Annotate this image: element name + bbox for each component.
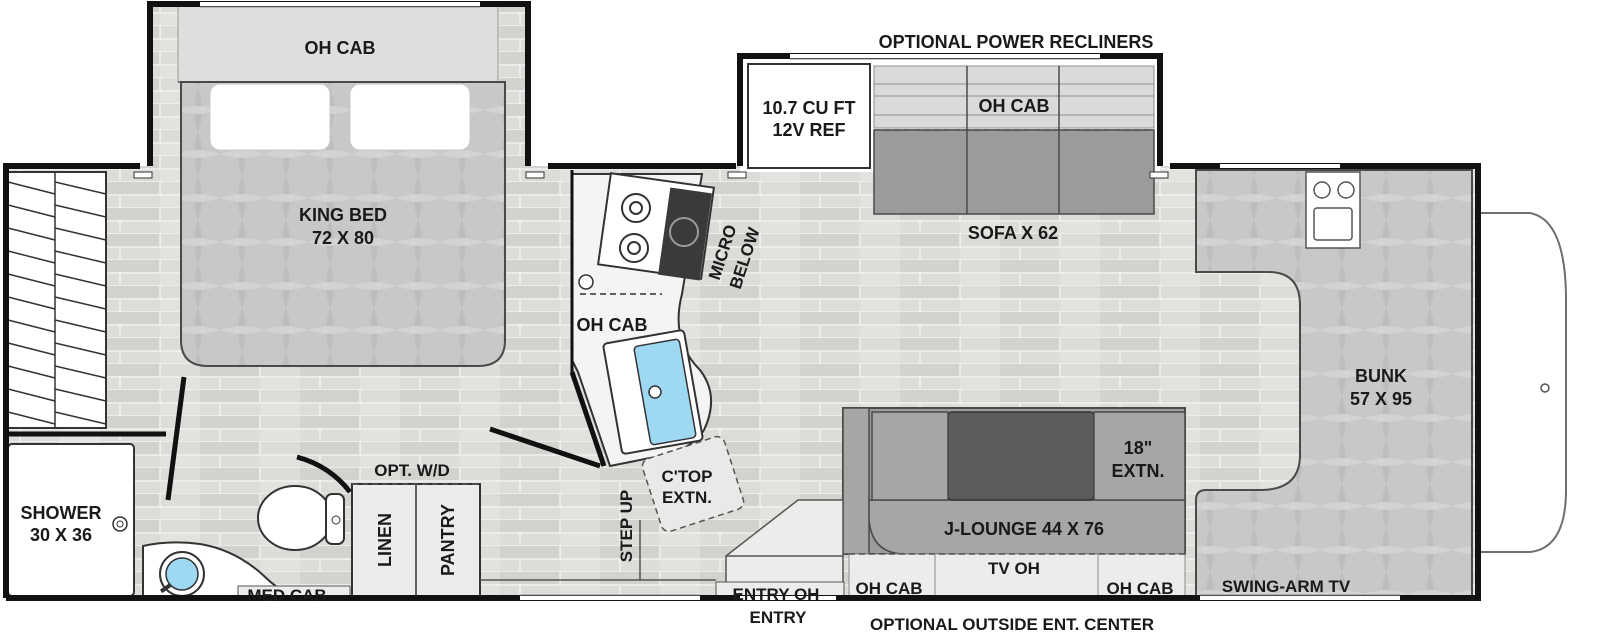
label-king-bed-size: 72 X 80 bbox=[312, 228, 374, 248]
label-entry: ENTRY bbox=[750, 608, 808, 627]
label-swing-arm-tv: SWING-ARM TV bbox=[1222, 577, 1351, 596]
seat-cushion-left bbox=[871, 411, 949, 501]
label-pantry: PANTRY bbox=[438, 504, 458, 576]
label-opt-wd: OPT. W/D bbox=[374, 461, 450, 480]
label-king-bed: KING BED bbox=[299, 205, 387, 225]
label-entry-oh: ENTRY OH bbox=[733, 585, 820, 604]
king-bed bbox=[180, 81, 506, 367]
wardrobe bbox=[7, 171, 107, 429]
refrigerator bbox=[747, 63, 871, 169]
sofa-oh-cab bbox=[873, 65, 1155, 129]
bedroom-door bbox=[489, 426, 601, 469]
label-seat-extension-size: 18" bbox=[1124, 438, 1153, 458]
countertop-extension bbox=[641, 435, 745, 533]
bath-door-2 bbox=[296, 454, 352, 494]
dinette-table bbox=[947, 411, 1095, 501]
label-ref-capacity: 10.7 CU FT bbox=[762, 98, 855, 118]
label-countertop-extension: EXTN. bbox=[662, 488, 712, 507]
label-shower-size: 30 X 36 bbox=[30, 525, 92, 545]
label-linen: LINEN bbox=[375, 513, 395, 567]
cab-nose bbox=[1477, 212, 1567, 553]
label-med-cab: MED CAB bbox=[247, 586, 326, 605]
slide-tab-kitchen bbox=[727, 171, 747, 179]
label-bunk-size: 57 X 95 bbox=[1350, 389, 1412, 409]
label-oh-cab-right: OH CAB bbox=[1106, 579, 1173, 598]
slide-tab-sofa bbox=[1149, 171, 1169, 179]
label-sofa-oh-cab: OH CAB bbox=[979, 96, 1050, 116]
label-tv-oh: TV OH bbox=[988, 559, 1040, 578]
windows bbox=[200, 2, 1400, 600]
label-kitchen-oh-cab: OH CAB bbox=[577, 315, 648, 335]
label-j-lounge: J-LOUNGE 44 X 76 bbox=[944, 519, 1104, 539]
label-countertop: C'TOP bbox=[662, 467, 713, 486]
slide-tab-right bbox=[525, 171, 545, 179]
label-oh-cab-left: OH CAB bbox=[855, 579, 922, 598]
label-bunk: BUNK bbox=[1355, 366, 1407, 386]
label-step-up: STEP UP bbox=[617, 490, 636, 562]
bath-door bbox=[165, 376, 187, 501]
label-shower: SHOWER bbox=[21, 503, 102, 523]
bunk bbox=[1195, 169, 1473, 599]
kitchen-wall-2 bbox=[569, 371, 607, 467]
sink-basin bbox=[633, 338, 697, 446]
seat-extension bbox=[1093, 411, 1186, 501]
label-ref-type: 12V REF bbox=[772, 120, 845, 140]
label-optional-power-recliners: OPTIONAL POWER RECLINERS bbox=[879, 32, 1154, 52]
pillow-left bbox=[209, 83, 331, 151]
toilet bbox=[257, 485, 333, 551]
label-sofa: SOFA X 62 bbox=[968, 223, 1058, 243]
sofa bbox=[873, 129, 1155, 215]
label-seat-extension: EXTN. bbox=[1111, 461, 1164, 481]
label-optional-outside-ent-center: OPTIONAL OUTSIDE ENT. CENTER bbox=[870, 615, 1154, 634]
label-bedroom-oh-cab: OH CAB bbox=[305, 38, 376, 58]
slide-tab-left bbox=[133, 171, 153, 179]
j-lounge-back bbox=[842, 407, 870, 555]
pillow-right bbox=[349, 83, 471, 151]
headlight bbox=[1540, 383, 1550, 393]
window-frames bbox=[200, 6, 1400, 596]
